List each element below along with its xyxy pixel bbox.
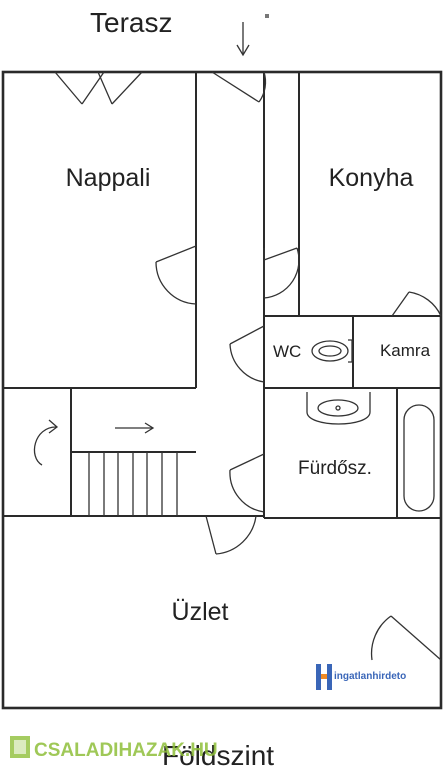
entrance-arrow — [236, 22, 250, 57]
curved-stair-arrow — [33, 419, 59, 466]
ingatlanhirdeto-text: ingatlanhirdeto — [334, 671, 406, 682]
room-label-konyha: Konyha — [329, 164, 414, 192]
staircase — [88, 452, 178, 516]
ingatlanhirdeto-watermark: ingatlanhirdeto — [316, 664, 406, 690]
room-label-wc: WC — [273, 342, 301, 361]
stair-arrow — [115, 422, 155, 434]
room-label-kamra: Kamra — [380, 341, 431, 360]
label-foldszint: Földszint — [162, 740, 274, 768]
room-label-nappali: Nappali — [66, 164, 151, 192]
corner-mark — [265, 14, 269, 18]
bathtub-icon — [403, 404, 435, 512]
room-label-furdo: Fürdősz. — [298, 458, 372, 479]
toilet-icon — [311, 339, 353, 363]
interior-walls — [3, 72, 441, 519]
room-label-uzlet: Üzlet — [172, 598, 229, 626]
entrance-door — [211, 71, 267, 103]
double-door — [54, 71, 143, 105]
door-swings — [155, 245, 442, 661]
csaladihazak-watermark: CSALADIHAZAK.HU — [10, 736, 218, 761]
sink-icon — [306, 392, 371, 425]
csaladihazak-text: CSALADIHAZAK.HU — [34, 740, 218, 761]
label-terasz: Terasz — [90, 7, 172, 38]
outer-wall — [1, 70, 443, 710]
